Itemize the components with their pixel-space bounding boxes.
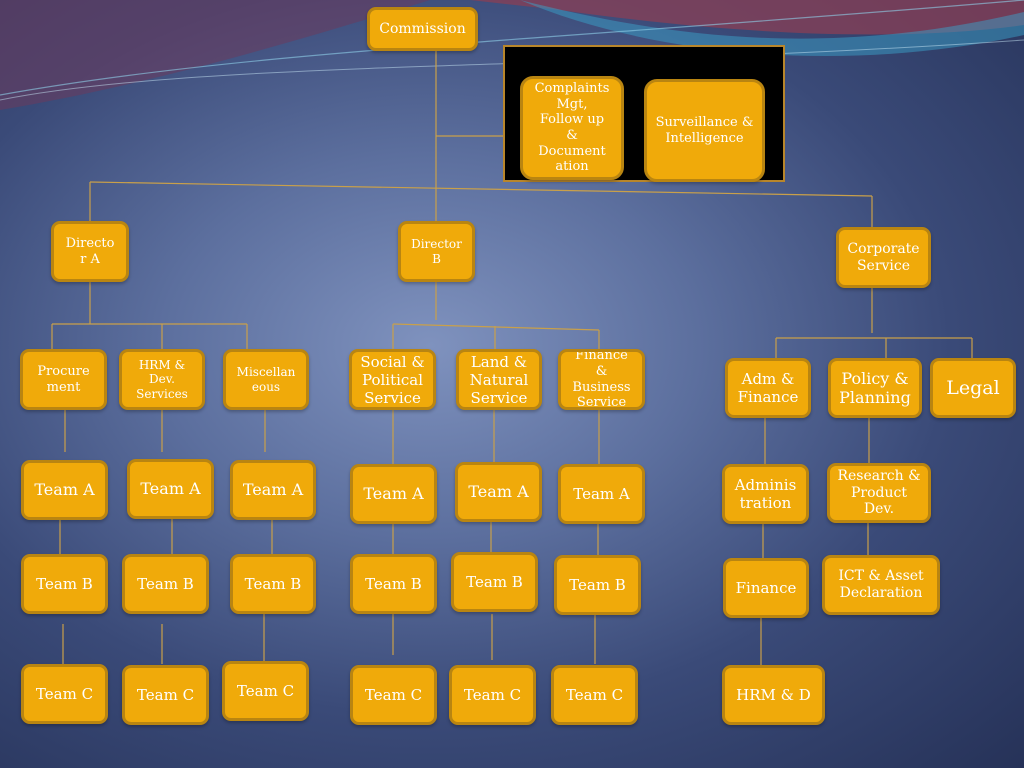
- director-a-label: Directo r A: [65, 235, 115, 267]
- team-b-label: Team B: [36, 575, 93, 593]
- miscellaneous-label: Miscellan eous: [236, 365, 296, 394]
- corporate-service-box: Corporate Service: [836, 227, 931, 288]
- land-natural-service-box: Land & Natural Service: [456, 349, 542, 410]
- team-a-label: Team A: [242, 480, 304, 500]
- social-team-b-box: Team B: [350, 554, 437, 614]
- finance-business-service-label: Finance & Business Service: [572, 349, 631, 410]
- team-c-label: Team C: [136, 686, 195, 704]
- team-b-label: Team B: [569, 576, 626, 594]
- director-b-box: Director B: [398, 221, 475, 282]
- procurement-label: Procure ment: [37, 363, 90, 395]
- social-political-service-label: Social & Political Service: [360, 352, 425, 407]
- hrm-d-label: HRM & D: [736, 686, 811, 704]
- complaints-mgt-label: Complaints Mgt, Follow up & Document ati…: [534, 81, 610, 175]
- ict-asset-declaration-label: ICT & Asset Declaration: [838, 568, 924, 601]
- surveillance-intelligence-label: Surveillance & Intelligence: [655, 114, 754, 146]
- social-team-c-box: Team C: [350, 665, 437, 725]
- misc-team-b-box: Team B: [230, 554, 316, 614]
- team-b-label: Team B: [244, 575, 302, 593]
- social-team-a-box: Team A: [350, 464, 437, 524]
- social-political-service-box: Social & Political Service: [349, 349, 436, 410]
- corporate-service-label: Corporate Service: [847, 240, 920, 274]
- administration-box: Adminis tration: [722, 464, 809, 524]
- complaints-mgt-box: Complaints Mgt, Follow up & Document ati…: [520, 76, 624, 180]
- procurement-team-b-box: Team B: [21, 554, 108, 614]
- ict-asset-declaration-box: ICT & Asset Declaration: [822, 555, 940, 615]
- director-b-label: Director B: [411, 237, 462, 266]
- team-b-label: Team B: [365, 575, 422, 593]
- land-natural-service-label: Land & Natural Service: [469, 352, 529, 407]
- legal-box: Legal: [930, 358, 1016, 418]
- finance-team-b-box: Team B: [554, 555, 641, 615]
- administration-label: Adminis tration: [734, 476, 797, 512]
- finance-team-a-box: Team A: [558, 464, 645, 524]
- adm-finance-label: Adm & Finance: [737, 370, 799, 406]
- research-product-dev-label: Research & Product Dev.: [837, 467, 921, 518]
- research-product-dev-box: Research & Product Dev.: [827, 463, 931, 523]
- legal-label: Legal: [946, 376, 1000, 399]
- finance-label: Finance: [735, 579, 797, 597]
- commission-box: Commission: [367, 7, 478, 51]
- team-b-label: Team B: [466, 573, 523, 591]
- land-team-c-box: Team C: [449, 665, 536, 725]
- commission-label: Commission: [379, 20, 466, 37]
- team-a-label: Team A: [140, 479, 201, 499]
- misc-team-c-box: Team C: [222, 661, 309, 721]
- finance-business-service-box: Finance & Business Service: [558, 349, 645, 410]
- team-c-label: Team C: [565, 686, 624, 704]
- land-team-a-box: Team A: [455, 462, 542, 522]
- team-b-label: Team B: [137, 575, 194, 593]
- policy-planning-box: Policy & Planning: [828, 358, 922, 418]
- hrm-d-box: HRM & D: [722, 665, 825, 725]
- hrm-dev-services-box: HRM & Dev. Services: [119, 349, 205, 410]
- team-c-label: Team C: [35, 685, 94, 703]
- hrm-team-a-box: Team A: [127, 459, 214, 519]
- finance-team-c-box: Team C: [551, 665, 638, 725]
- procurement-team-c-box: Team C: [21, 664, 108, 724]
- hrm-dev-services-label: HRM & Dev. Services: [136, 357, 188, 401]
- team-a-label: Team A: [468, 482, 529, 502]
- miscellaneous-box: Miscellan eous: [223, 349, 309, 410]
- team-c-label: Team C: [236, 682, 295, 700]
- hrm-team-b-box: Team B: [122, 554, 209, 614]
- policy-planning-label: Policy & Planning: [839, 368, 911, 407]
- header-swoosh-decoration: [0, 0, 1024, 110]
- team-a-label: Team A: [34, 480, 95, 500]
- surveillance-intelligence-box: Surveillance & Intelligence: [644, 79, 765, 182]
- adm-finance-box: Adm & Finance: [725, 358, 811, 418]
- director-a-box: Directo r A: [51, 221, 129, 282]
- team-a-label: Team A: [573, 485, 630, 503]
- procurement-team-a-box: Team A: [21, 460, 108, 520]
- hrm-team-c-box: Team C: [122, 665, 209, 725]
- finance-unit-box: Finance: [723, 558, 809, 618]
- land-team-b-box: Team B: [451, 552, 538, 612]
- team-c-label: Team C: [463, 686, 522, 704]
- misc-team-a-box: Team A: [230, 460, 316, 520]
- team-c-label: Team C: [364, 686, 423, 704]
- procurement-box: Procure ment: [20, 349, 107, 410]
- team-a-label: Team A: [363, 484, 424, 504]
